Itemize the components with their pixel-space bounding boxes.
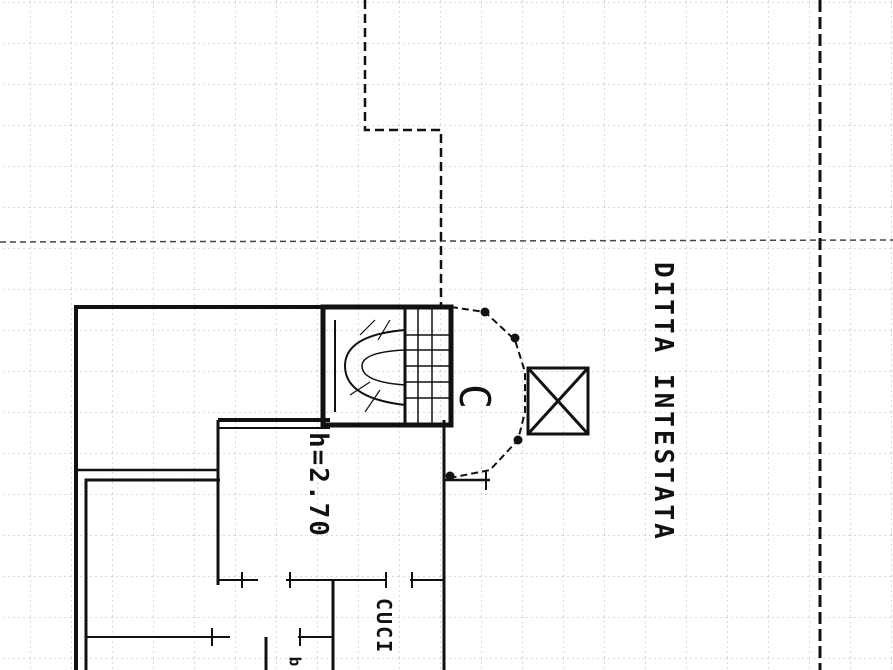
curved-wall bbox=[445, 306, 526, 481]
small-room-label: b bbox=[285, 656, 305, 667]
dimension-ticks bbox=[211, 470, 487, 646]
walls bbox=[74, 305, 490, 670]
staircase bbox=[320, 304, 454, 428]
owner-label: DITTA INTESTATA bbox=[648, 262, 678, 542]
reference-line-horizontal bbox=[0, 239, 893, 243]
upper-dashed-outline bbox=[363, 0, 443, 305]
room-letter-label: C bbox=[450, 383, 500, 410]
kitchen-label: CUCI bbox=[372, 598, 396, 655]
shaft-box bbox=[526, 366, 590, 436]
room-height-label: h=2.70 bbox=[303, 432, 333, 538]
